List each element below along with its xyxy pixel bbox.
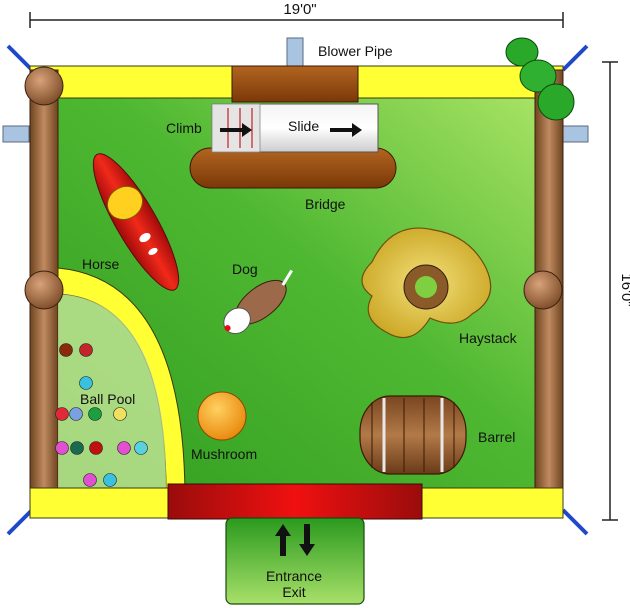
anchor-straps [6,44,589,536]
ball-pool-label: Ball Pool [80,391,135,407]
blower-pipe-label: Blower Pipe [318,43,393,59]
ball [134,441,148,455]
side-blower-left [2,125,30,143]
ball-pool: Ball Pool [55,267,186,501]
bottom-wall-right [421,487,564,519]
dog [223,269,293,335]
entrance-step [167,483,423,520]
ball [117,441,131,455]
ball [79,376,93,390]
side-blower-right [559,125,589,143]
haystack: Haystack [361,227,518,346]
slide-arrow [330,123,362,137]
ball [103,473,117,487]
width-dimension-label: 19'0" [283,1,316,18]
horse [92,153,180,291]
bottom-wall-left [29,487,169,519]
ball [89,441,103,455]
ball [70,441,84,455]
ball [88,407,102,421]
ball [55,441,69,455]
pillar-knobs [24,66,563,310]
depth-dimension-label: 16'0" [618,273,630,306]
climb-arrow [220,123,252,137]
blower-pipe: Blower Pipe [286,37,393,69]
knob-mid-right [523,270,563,310]
width-dimension: 19'0" [29,1,564,28]
depth-dimension: 16'0" [602,61,630,521]
ball [79,343,93,357]
exit-label: Exit [282,584,305,600]
ball [59,343,73,357]
barrel: Barrel [359,395,515,475]
slide-label: Slide [288,118,319,134]
tree-decoration [505,37,575,121]
haystack-label: Haystack [459,330,518,346]
knob-mid-left [24,270,64,310]
ball [69,407,83,421]
bridge-label: Bridge [305,196,346,212]
mushroom-label: Mushroom [191,446,257,462]
ball [83,473,97,487]
down-arrow-icon [299,524,315,556]
ball [113,407,127,421]
ball-pool-balls [55,343,148,487]
horse-label: Horse [82,256,120,272]
barrel-label: Barrel [478,429,515,445]
up-arrow-icon [275,524,291,556]
entrance-label: Entrance [266,568,322,584]
knob-top-left [24,66,64,106]
ball [55,407,69,421]
mushroom: Mushroom [191,391,257,462]
climb-label: Climb [166,120,202,136]
entrance-exit[interactable]: Entrance Exit [225,517,365,605]
dog-label: Dog [232,261,258,277]
bridge: Climb Slide Bridge [166,65,397,212]
